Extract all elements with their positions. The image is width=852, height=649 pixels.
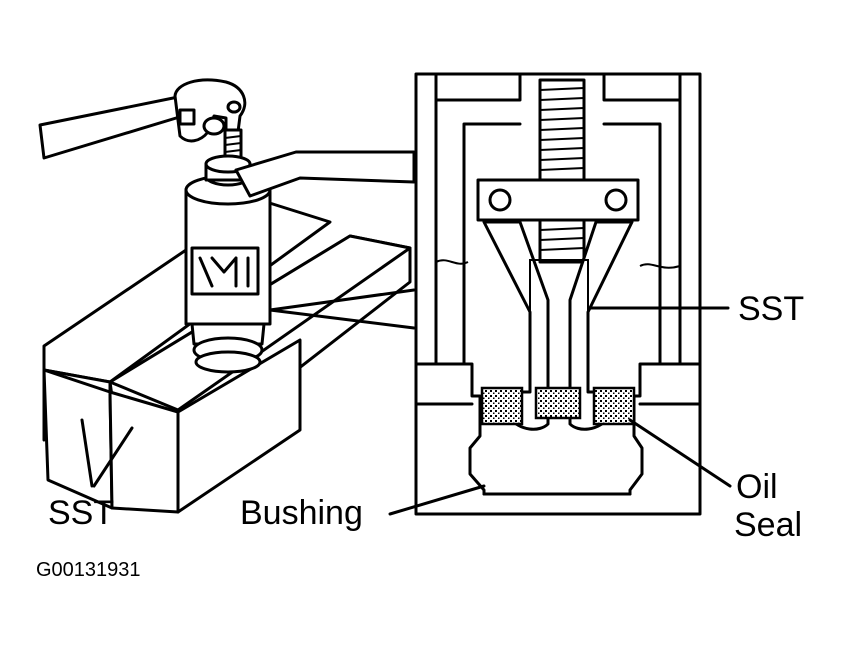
wrench-jaw	[202, 116, 226, 136]
leader-bushing	[388, 484, 486, 516]
oil-seal-left	[480, 386, 524, 426]
leader-sst-left-a	[80, 418, 94, 488]
puller-jaw-inner	[529, 259, 589, 312]
wrench-handle	[38, 93, 198, 160]
frame-inner-sides	[434, 72, 682, 366]
adjustable-wrench-head	[173, 78, 247, 143]
press-overview	[38, 78, 416, 514]
label-bushing: Bushing	[240, 494, 363, 532]
leader-oil-seal	[628, 418, 732, 488]
callout-lines	[268, 288, 416, 330]
puller-crossbar	[476, 178, 640, 222]
leaders	[80, 306, 732, 516]
press-block-front-left	[42, 368, 114, 510]
oil-seal-right	[592, 386, 636, 426]
frame-bore	[462, 122, 662, 366]
threaded-rod	[538, 78, 586, 264]
oil-seal-center	[534, 386, 582, 420]
label-sst-right: SST	[738, 290, 804, 328]
housing-left	[414, 362, 486, 496]
wrench-adjuster	[226, 100, 242, 114]
housing-right	[628, 362, 702, 496]
frame-top-step	[434, 72, 682, 102]
leader-sst-left-b	[92, 426, 134, 488]
break-mark-left	[435, 259, 469, 265]
cross-section-detail	[414, 72, 702, 516]
press-block-front-right	[108, 390, 180, 514]
label-seal: Seal	[734, 506, 802, 544]
break-mark-right	[639, 263, 681, 269]
sst-cylinder	[184, 154, 272, 374]
label-sst-left: SST	[48, 494, 114, 532]
wrench-grip	[178, 108, 196, 126]
turning-lever	[234, 150, 416, 198]
section-frame	[414, 72, 702, 516]
label-oil: Oil	[736, 468, 778, 506]
figure-id: G00131931	[36, 559, 141, 581]
